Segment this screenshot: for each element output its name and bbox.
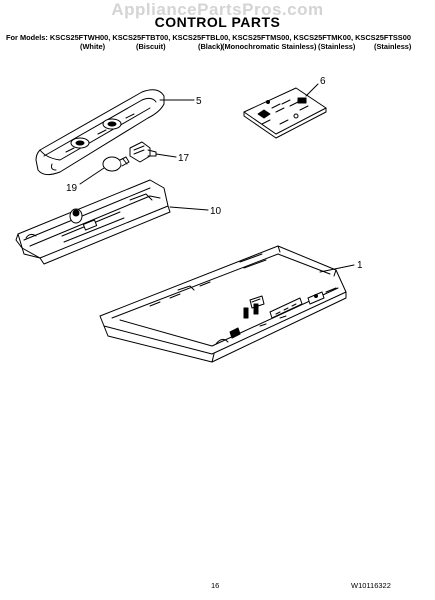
finish-label: (Stainless) [374, 42, 412, 51]
finish-label: (Stainless) [318, 42, 356, 51]
callout-10: 10 [210, 206, 222, 217]
lamp-socket [129, 141, 157, 163]
document-number: W10116322 [351, 581, 391, 590]
finish-label: (Black) [198, 42, 223, 51]
page-number: 16 [211, 581, 220, 590]
page-title: CONTROL PARTS [154, 14, 281, 30]
control-housing [99, 245, 347, 363]
callout-5: 5 [196, 96, 202, 107]
exploded-parts-diagram: 5 6 17 19 10 1 [15, 76, 363, 363]
callout-19: 19 [66, 183, 78, 194]
finish-label: (Biscuit) [136, 42, 166, 51]
callout-1: 1 [357, 260, 363, 271]
finish-label: (Monochromatic Stainless) [222, 42, 317, 51]
light-housing [15, 179, 171, 265]
leader-line [155, 153, 177, 158]
light-bulb [102, 156, 130, 172]
light-lens-cover [35, 89, 165, 176]
leader-line [319, 264, 355, 273]
callout-17: 17 [178, 153, 190, 164]
models-line: For Models: KSCS25FTWH00, KSCS25FTBT00, … [6, 33, 411, 42]
watermark: AppliancePartsPros.com [111, 0, 324, 19]
leader-line [305, 83, 319, 97]
leader-line [169, 206, 209, 211]
finish-label: (White) [80, 42, 106, 51]
callout-6: 6 [320, 76, 326, 87]
leader-line [79, 167, 105, 185]
control-board [243, 87, 327, 139]
